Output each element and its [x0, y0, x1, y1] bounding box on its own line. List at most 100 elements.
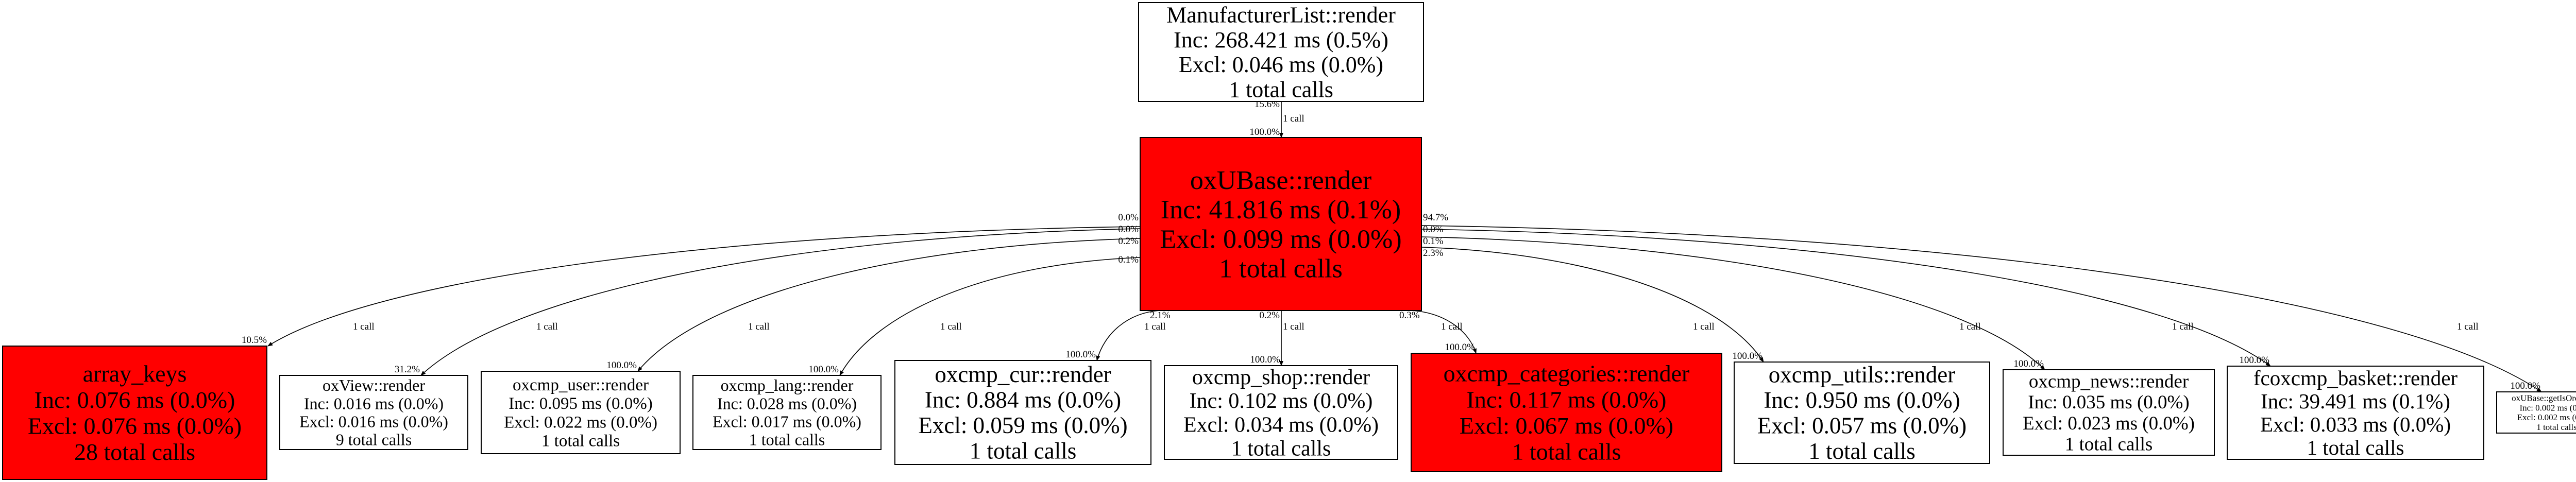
edge-call-count: 1 call — [1693, 321, 1715, 332]
node-excl: Excl: 0.022 ms (0.0%) — [504, 413, 657, 432]
node-inc: Inc: 268.421 ms (0.5%) — [1174, 27, 1388, 53]
node-function-name: oxcmp_cur::render — [935, 361, 1111, 387]
edge-source-percent: 0.3% — [1399, 310, 1420, 321]
edge-arrow — [1421, 229, 2271, 367]
edge-target-percent: 100.0% — [2013, 358, 2044, 369]
node-box — [481, 371, 681, 454]
node-inc: Inc: 0.028 ms (0.0%) — [717, 394, 857, 412]
node-function-name: oxcmp_utils::render — [1769, 362, 1955, 388]
edge-source-percent: 2.1% — [1150, 310, 1171, 321]
node-box — [279, 375, 468, 450]
node-inc: Inc: 0.102 ms (0.0%) — [1190, 389, 1373, 413]
node-inc: Inc: 0.016 ms (0.0%) — [304, 394, 444, 412]
node-excl: Excl: 0.002 ms (0.0%) — [2517, 412, 2576, 422]
node-excl: Excl: 0.033 ms (0.0%) — [2260, 412, 2451, 436]
call-edge[interactable]: 0.1% 1 call 100.0% — [1421, 236, 2045, 370]
node-box — [2, 346, 267, 480]
node-excl: Excl: 0.017 ms (0.0%) — [713, 412, 861, 431]
edge-target-percent: 10.5% — [242, 335, 267, 346]
node-inc: Inc: 0.095 ms (0.0%) — [509, 394, 653, 413]
edge-arrow — [839, 257, 1141, 376]
node-function-name: oxcmp_shop::render — [1192, 366, 1370, 389]
node-function-name: fcoxcmp_basket::render — [2253, 366, 2458, 390]
call-graph-node[interactable]: oxUBase::getIsOrderStepInc: 0.002 ms (0.… — [2496, 391, 2576, 434]
node-function-name: oxView::render — [323, 376, 425, 394]
node-box — [2227, 366, 2484, 460]
node-function-name: oxUBase::render — [1190, 166, 1371, 195]
node-calls: 1 total calls — [749, 431, 825, 449]
node-calls: 1 total calls — [1231, 437, 1331, 461]
node-calls: 1 total calls — [970, 438, 1076, 464]
node-function-name: oxcmp_categories::render — [1444, 360, 1690, 387]
edge-source-percent: 94.7% — [1423, 212, 1448, 223]
edge-call-count: 1 call — [1144, 321, 1166, 332]
node-calls: 28 total calls — [74, 439, 195, 465]
edge-source-percent: 0.0% — [1118, 224, 1139, 235]
node-box — [2496, 391, 2576, 434]
node-inc: Inc: 0.035 ms (0.0%) — [2028, 392, 2189, 413]
edge-source-percent: 0.2% — [1118, 236, 1139, 247]
node-excl: Excl: 0.023 ms (0.0%) — [2023, 413, 2195, 434]
edge-arrow — [1421, 225, 2542, 392]
node-excl: Excl: 0.099 ms (0.0%) — [1160, 225, 1401, 254]
node-box — [1164, 365, 1398, 460]
edge-target-percent: 100.0% — [1445, 342, 1475, 353]
node-calls: 1 total calls — [541, 432, 620, 451]
edge-target-percent: 100.0% — [808, 364, 839, 375]
edge-source-percent: 0.2% — [1259, 310, 1280, 321]
edge-arrow — [1411, 310, 1477, 354]
edge-call-count: 1 call — [1441, 321, 1463, 332]
edge-call-count: 1 call — [2457, 321, 2479, 332]
node-function-name: oxcmp_lang::render — [721, 376, 854, 394]
edge-arrow — [267, 226, 1141, 347]
edge-source-percent: 0.1% — [1118, 254, 1139, 265]
edge-source-percent: 0.0% — [1423, 224, 1444, 235]
call-edge[interactable]: 94.7% 1 call 100.0% — [1421, 212, 2271, 367]
edge-call-count: 1 call — [1283, 113, 1304, 124]
edge-call-count: 1 call — [353, 321, 375, 332]
call-edge[interactable]: 0.0% 1 call 10.5% — [242, 212, 1141, 347]
node-box — [1734, 361, 1990, 464]
node-excl: Excl: 0.016 ms (0.0%) — [299, 412, 448, 431]
edge-arrow — [420, 228, 1141, 376]
node-box — [1411, 353, 1722, 472]
edge-source-percent: 0.0% — [1118, 212, 1139, 223]
edge-source-percent: 0.1% — [1423, 236, 1444, 247]
edge-target-percent: 100.0% — [2239, 355, 2269, 366]
edge-call-count: 1 call — [2172, 321, 2194, 332]
node-function-name: array_keys — [83, 360, 187, 387]
call-edge[interactable]: 0.0% 1 call 100.0% — [1421, 224, 2542, 392]
edge-arrow — [1421, 236, 2045, 370]
node-function-name: oxcmp_news::render — [2029, 371, 2189, 392]
call-edge[interactable]: 0.3% 1 call 100.0% — [1399, 310, 1477, 354]
edge-target-percent: 100.0% — [1250, 354, 1280, 365]
node-excl: Excl: 0.057 ms (0.0%) — [1757, 413, 1967, 439]
edge-target-percent: 31.2% — [395, 364, 420, 375]
node-excl: Excl: 0.076 ms (0.0%) — [28, 412, 242, 439]
node-box — [692, 375, 882, 450]
call-edge[interactable]: 2.1%1 call 100.0% — [1065, 310, 1171, 361]
edge-target-percent: 100.0% — [1065, 349, 1096, 360]
node-box — [1140, 137, 1422, 311]
